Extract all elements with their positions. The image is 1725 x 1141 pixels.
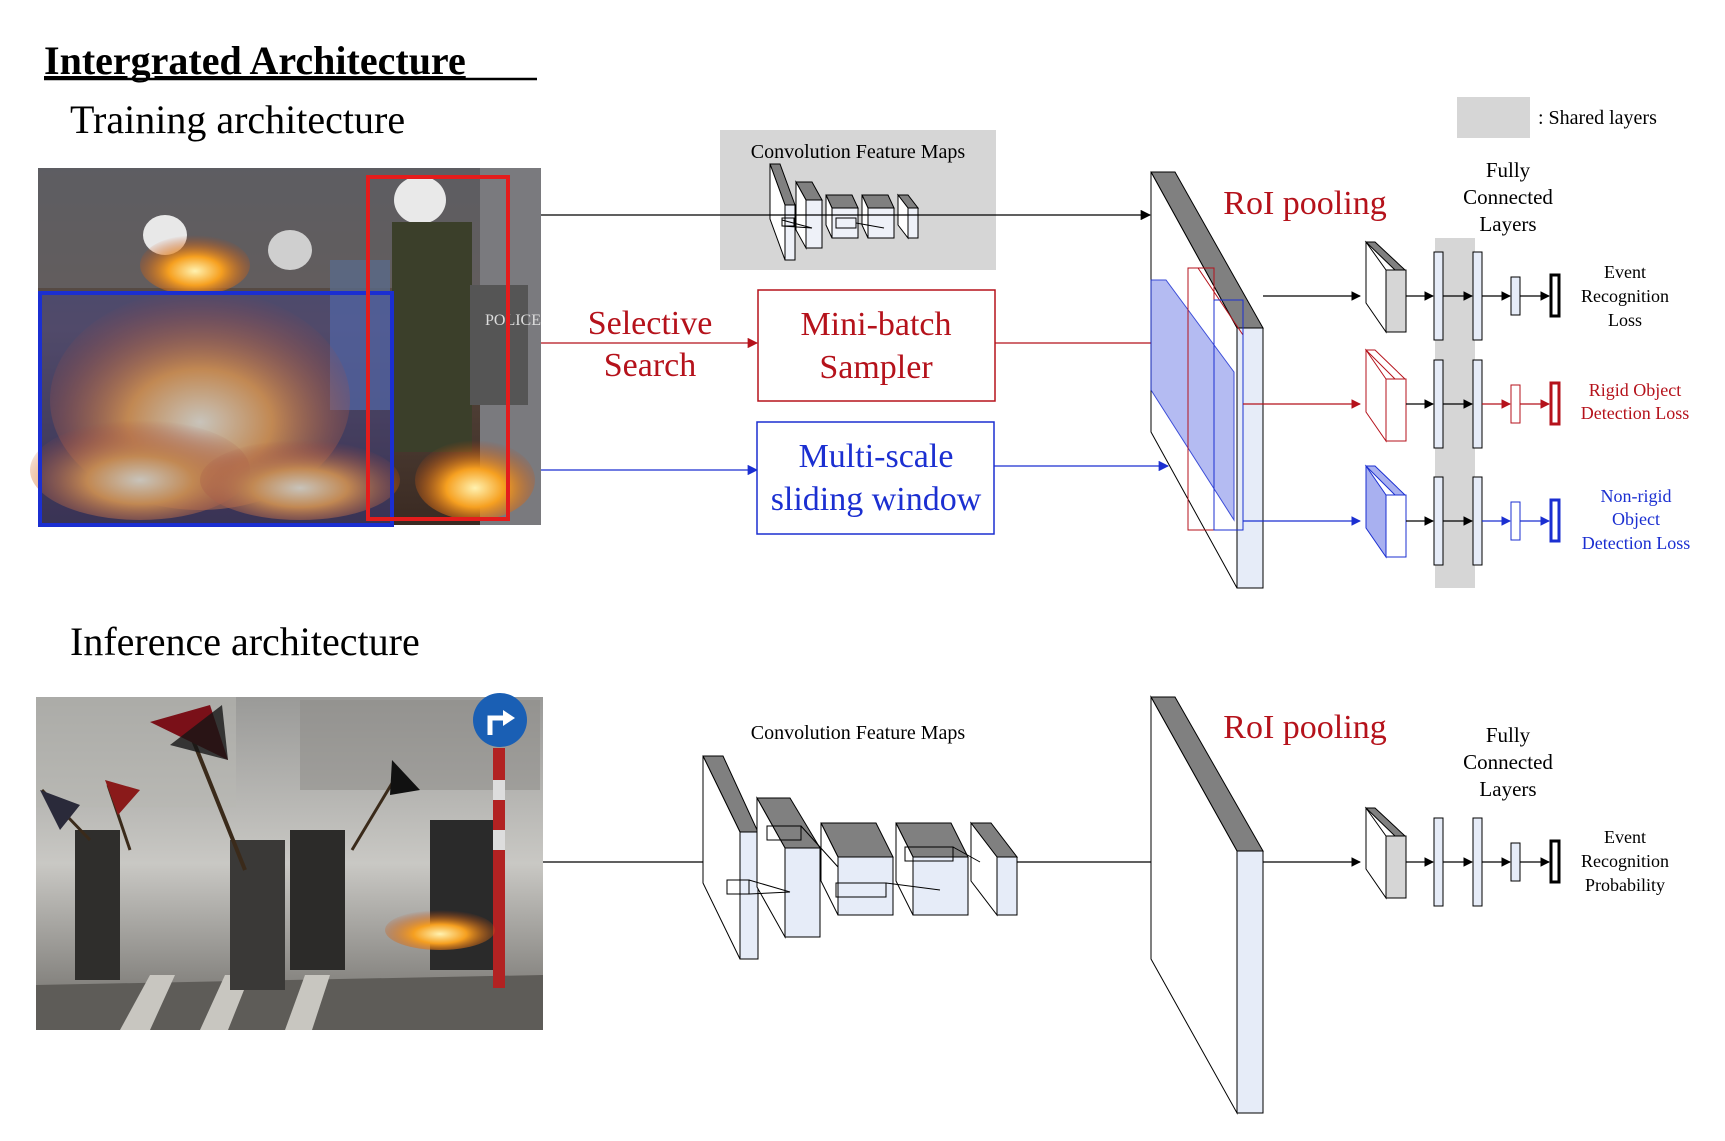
inference-event-branch: [1263, 806, 1561, 907]
event-prob-label-1: Event: [1604, 827, 1646, 847]
inference-roi-pooling-block: [1150, 695, 1264, 1115]
inference-fc-label-3: Layers: [1479, 777, 1536, 801]
shared-layers-label: : Shared layers: [1538, 107, 1657, 129]
selective-search-label-1: Selective: [588, 305, 713, 342]
mini-batch-label-1: Mini-batch: [800, 306, 951, 343]
training-rigid-branch: [1243, 348, 1561, 449]
mini-batch-label-2: Sampler: [819, 349, 933, 386]
multi-scale-label-1: Multi-scale: [799, 438, 954, 475]
diagram-title: Intergrated Architecture: [44, 38, 466, 83]
training-fc-label-2: Connected: [1463, 185, 1553, 209]
inference-fc-label-1: Fully: [1486, 723, 1531, 747]
training-nonrigid-branch: [1243, 464, 1561, 566]
training-conv-label: Convolution Feature Maps: [751, 141, 966, 163]
inference-roi-label: RoI pooling: [1223, 709, 1386, 746]
inference-fc-label-2: Connected: [1463, 750, 1553, 774]
training-roi-label: RoI pooling: [1223, 185, 1386, 222]
svg-text:POLICE: POLICE: [485, 312, 541, 329]
event-prob-label-3: Probability: [1585, 875, 1665, 895]
nonrigid-loss-label-1: Non-rigid: [1601, 486, 1672, 506]
inference-conv-maps: [702, 755, 1019, 960]
selective-search-label-2: Search: [604, 347, 697, 384]
training-conv-maps: [769, 163, 920, 261]
training-roi-pooling-block: [1150, 171, 1264, 589]
rigid-loss-label-1: Rigid Object: [1589, 380, 1682, 400]
multi-scale-window-box: [756, 421, 995, 535]
event-loss-label-1: Event: [1604, 262, 1646, 282]
inference-conv-label: Convolution Feature Maps: [751, 722, 966, 744]
nonrigid-loss-label-3: Detection Loss: [1582, 533, 1690, 553]
riot-fire-photo: POLICE: [30, 168, 541, 527]
training-fc-label-3: Layers: [1479, 212, 1536, 236]
riot-flags-photo: [36, 693, 543, 1030]
mini-batch-sampler-box: [757, 289, 996, 402]
nonrigid-loss-label-2: Object: [1612, 509, 1660, 529]
event-prob-label-2: Recognition: [1581, 851, 1669, 871]
rigid-loss-label-2: Detection Loss: [1581, 403, 1689, 423]
training-conv-shared-box: [720, 130, 996, 270]
training-fc-label-1: Fully: [1486, 158, 1531, 182]
event-loss-label-3: Loss: [1608, 310, 1642, 330]
training-heading: Training architecture: [70, 97, 405, 142]
event-loss-label-2: Recognition: [1581, 286, 1669, 306]
inference-heading: Inference architecture: [70, 619, 420, 664]
shared-layers-swatch: [1457, 97, 1530, 138]
training-event-branch: [1263, 240, 1561, 341]
multi-scale-label-2: sliding window: [771, 481, 982, 518]
